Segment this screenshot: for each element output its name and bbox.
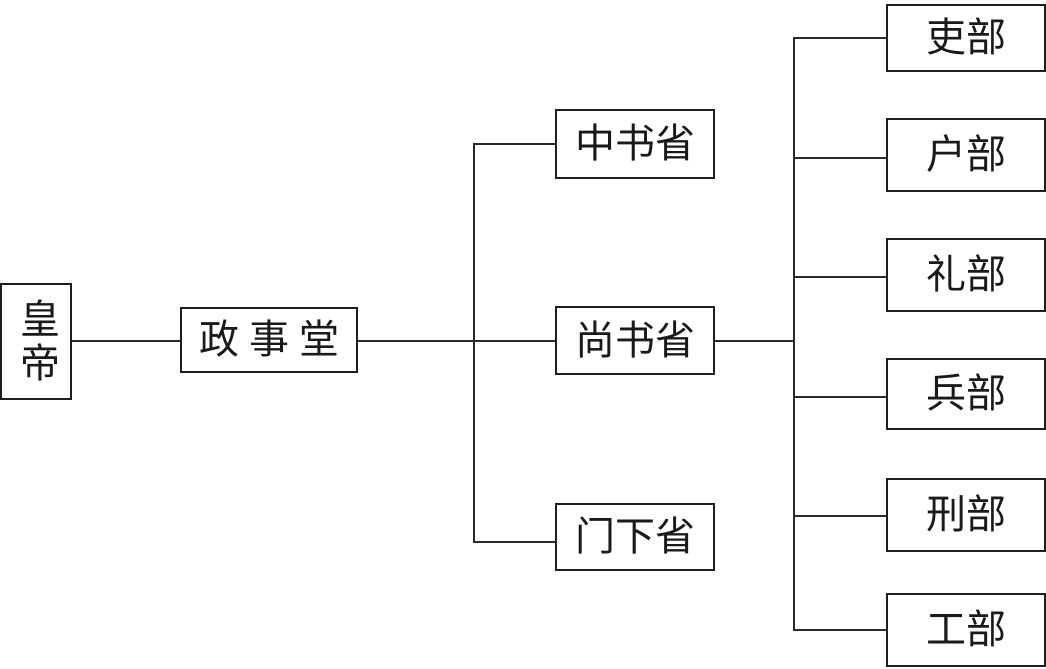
- ministry-box-1: 吏部: [886, 4, 1046, 72]
- council-box: 政事堂: [180, 307, 358, 373]
- state-affairs-box: 尚书省: [555, 306, 715, 375]
- connector-ministry-6: [793, 629, 887, 631]
- ministry-box-4: 兵部: [886, 358, 1046, 430]
- ministry-box-5: 刑部: [886, 478, 1046, 552]
- connector-state-affairs: [473, 340, 556, 342]
- chancellery-box: 门下省: [555, 503, 715, 571]
- connector-ministry-4: [793, 396, 887, 398]
- connector-ministry-5: [793, 515, 887, 517]
- connector-state-affairs-ministries: [714, 340, 794, 342]
- connector-emperor-council: [70, 340, 182, 342]
- secretariat-box: 中书省: [555, 109, 715, 179]
- connector-secretariat: [473, 143, 556, 145]
- connector-ministry-1: [793, 37, 887, 39]
- connector-ministries-bus: [793, 37, 795, 630]
- connector-ministry-3: [793, 276, 887, 278]
- ministry-box-3: 礼部: [886, 238, 1046, 312]
- ministry-box-6: 工部: [886, 593, 1046, 667]
- connector-three-departments-bus: [473, 143, 475, 543]
- ministry-box-2: 户部: [886, 118, 1046, 192]
- connector-ministry-2: [793, 157, 887, 159]
- connector-council-trunk: [356, 340, 474, 342]
- connector-chancellery: [473, 541, 556, 543]
- emperor-box: 皇帝: [0, 283, 72, 400]
